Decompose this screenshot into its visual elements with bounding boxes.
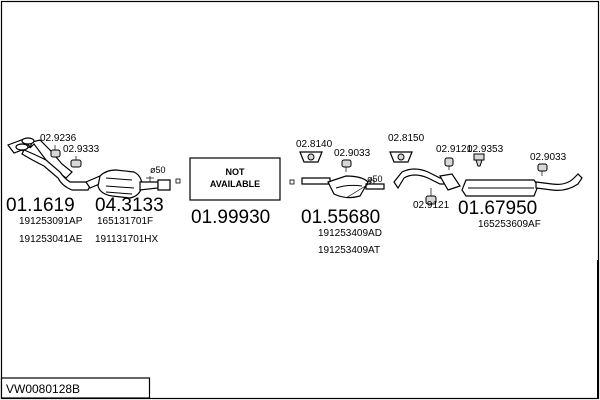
- mount-label-02-9121-b: 02.9121: [413, 200, 450, 211]
- mount-label-02-9033-a: 02.9033: [334, 148, 371, 159]
- front-pipe-drawing: [7, 137, 91, 191]
- mount-label-02-9236: 02.9236: [40, 133, 77, 144]
- mount-02-9333-drawing: [70, 156, 82, 168]
- mount-label-02-8140: 02.8140: [296, 139, 333, 150]
- clamp-square-2: [289, 179, 295, 185]
- oe-ref-front-pipe-2: 191253041AE: [19, 234, 83, 245]
- rear-pipe-drawing: [393, 168, 461, 191]
- not-available-box: [189, 157, 281, 201]
- mount-label-02-8150: 02.8150: [388, 133, 425, 144]
- mount-02-9236-drawing: [50, 145, 61, 158]
- pipe-diameter-label-1: ø50: [150, 165, 166, 175]
- mount-02-8150-drawing: [389, 151, 413, 163]
- not-available-line1: NOT: [226, 167, 246, 177]
- part-number-front-pipe: 01.1619: [6, 195, 75, 216]
- middle-silencer-drawing: [301, 175, 385, 199]
- part-number-not-available: 01.99930: [191, 207, 270, 228]
- mount-02-9033-a-drawing: [341, 159, 352, 172]
- clamp-square-1: [175, 178, 181, 184]
- mount-02-9121-a-drawing: [444, 157, 454, 170]
- code-box: [0, 377, 151, 399]
- rear-silencer-drawing: [461, 173, 583, 197]
- oe-ref-middle-1: 191253409AD: [318, 228, 382, 239]
- pipe-diameter-label-2: ø50: [367, 174, 383, 184]
- mount-02-9033-b-drawing: [537, 163, 548, 176]
- oe-ref-cat-2: 191131701HX: [95, 234, 159, 245]
- part-number-middle-silencer: 01.55680: [301, 207, 380, 228]
- oe-ref-front-pipe-1: 191253091AP: [19, 216, 83, 227]
- part-number-catalytic-converter: 04.3133: [95, 195, 164, 216]
- oe-ref-cat-1: 165131701F: [97, 216, 153, 227]
- mount-label-02-9353: 02.9353: [467, 144, 504, 155]
- mount-02-8140-drawing: [299, 151, 323, 163]
- pipe-diameter-leader: [345, 181, 373, 199]
- mount-label-02-9033-b: 02.9033: [530, 152, 567, 163]
- mount-label-02-9121-a: 02.9121: [436, 144, 473, 155]
- mount-02-9353-drawing: [473, 153, 485, 167]
- diagram-code: VW0080128B: [6, 382, 80, 396]
- oe-ref-rear-1: 165253609AF: [478, 219, 541, 230]
- mount-02-9121-b-drawing: [425, 188, 437, 205]
- catalytic-converter-drawing: [85, 169, 171, 199]
- mount-label-02-9333: 02.9333: [63, 144, 100, 155]
- not-available-line2: AVAILABLE: [210, 179, 260, 189]
- oe-ref-middle-2: 191253409AT: [318, 245, 380, 256]
- part-number-rear-silencer: 01.67950: [458, 198, 537, 219]
